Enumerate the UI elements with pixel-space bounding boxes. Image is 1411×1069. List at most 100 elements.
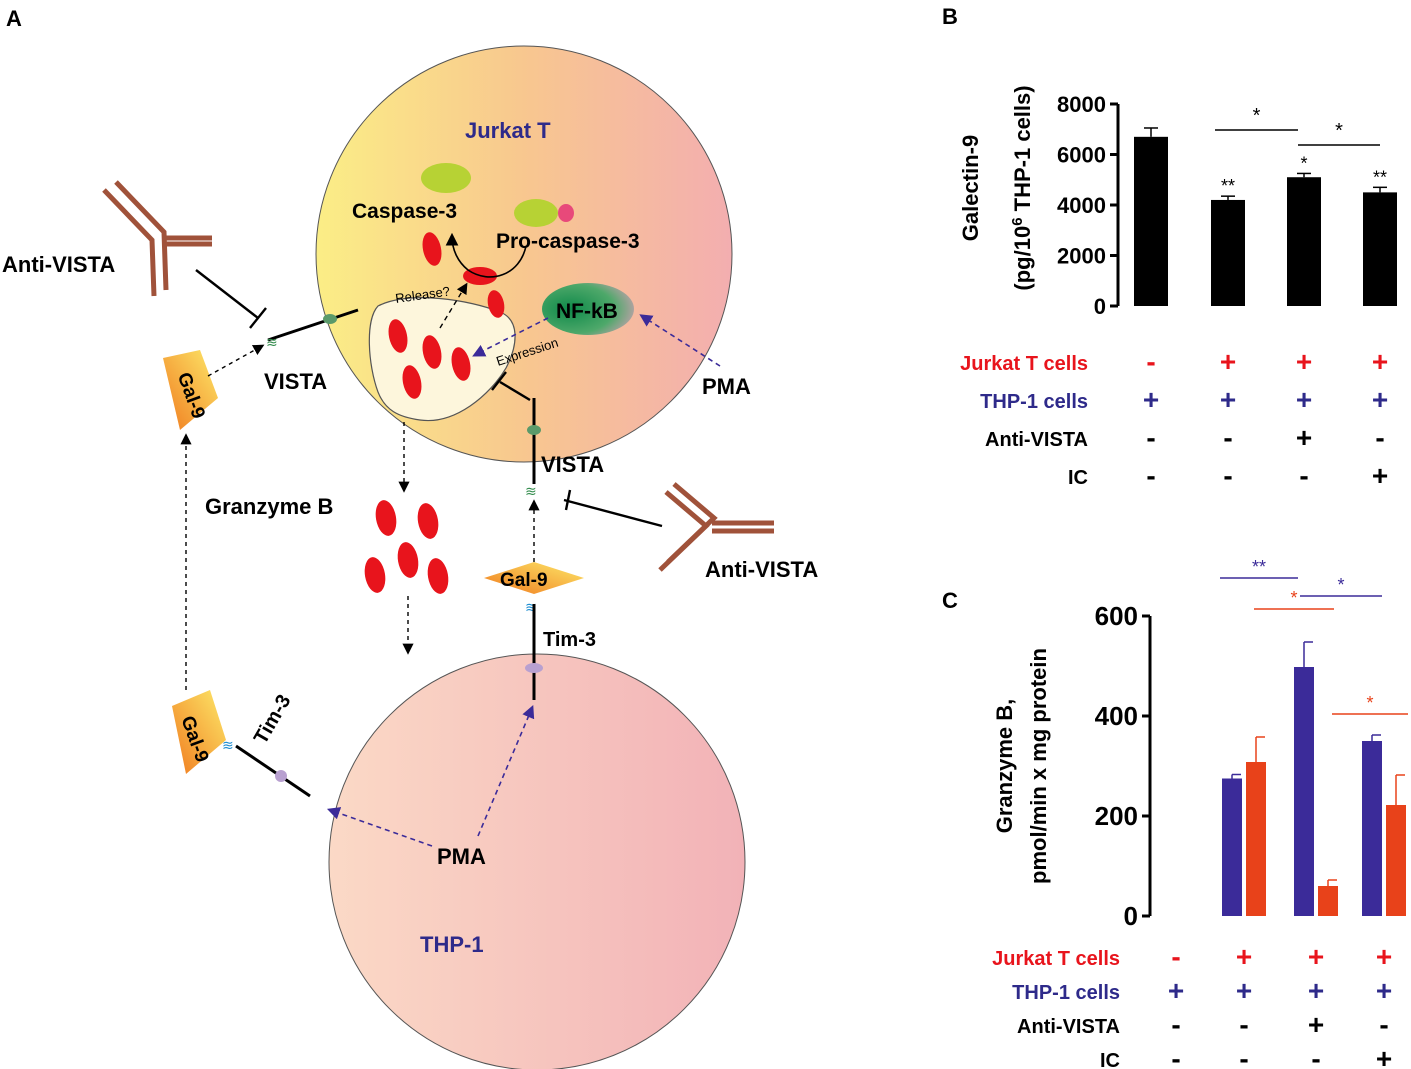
granzyme-b-granules — [364, 500, 449, 594]
anti-vista-left-label: Anti-VISTA — [2, 252, 115, 277]
pma-to-left-arrow — [326, 807, 433, 847]
chart-c-comparison-mark: ** — [1252, 557, 1266, 577]
chart-c-condition-value: - — [1171, 1009, 1180, 1040]
chart-c-condition-value: - — [1379, 1009, 1388, 1040]
chart-b-condition-value: - — [1223, 422, 1232, 453]
vista-left-receptor — [267, 308, 359, 342]
chart-c-comparison-mark: * — [1337, 575, 1344, 595]
granzyme-b-label: Granzyme B — [205, 494, 333, 519]
gal9-to-vista-arrow — [207, 344, 265, 377]
chart-c-ytick-label: 400 — [1095, 701, 1138, 731]
chart-b-condition-value: - — [1146, 346, 1155, 377]
chart-c-ytick-label: 0 — [1124, 901, 1138, 931]
chart-b-condition-value: + — [1220, 384, 1236, 415]
chart-c-condition-value: + — [1236, 975, 1252, 1006]
procaspase3-cap — [558, 204, 574, 222]
procaspase3-label: Pro-caspase-3 — [496, 230, 640, 253]
nfkb-label: NF-kB — [556, 300, 618, 323]
vista-right-spring: ≋ — [525, 483, 537, 499]
chart-c-condition-value: - — [1171, 941, 1180, 972]
tim3-left-receptor — [235, 744, 311, 798]
chart-c-comparison-mark: * — [1366, 693, 1373, 713]
tim3-right-spring: ≋ — [525, 599, 537, 615]
expression-arrow — [472, 317, 549, 357]
chart-b-condition-value: + — [1296, 346, 1312, 377]
inhibit-right — [563, 498, 663, 528]
chart-b-condition-label: IC — [1068, 467, 1088, 489]
chart-b-condition-value: + — [1372, 346, 1388, 377]
chart-b-condition-value: + — [1372, 460, 1388, 491]
cleavage-arrow — [445, 232, 527, 278]
inhibit-left — [195, 269, 259, 319]
chart-b-signif-mark: ** — [1221, 176, 1235, 196]
chart-c-condition-label: Anti-VISTA — [1017, 1016, 1120, 1038]
chart-c-condition-value: + — [1308, 975, 1324, 1006]
chart-b-comparison-mark: * — [1335, 120, 1343, 142]
chart-c-bar — [1386, 805, 1406, 916]
anti-vista-right-label: Anti-VISTA — [705, 557, 818, 582]
chart-b-condition-label: THP-1 cells — [980, 391, 1088, 413]
chart-b-bar — [1134, 136, 1168, 306]
chart-b-condition-value: - — [1146, 422, 1155, 453]
chart-b-condition-value: + — [1220, 346, 1236, 377]
pma-to-nfkb-arrow — [639, 314, 721, 367]
chart-c-condition-value: + — [1376, 1043, 1392, 1069]
chart-c-condition-label: IC — [1100, 1050, 1120, 1069]
chart-c-ylabel-2: pmol/min x mg protein — [1026, 648, 1051, 884]
chart-b-ylabel-2: (pg/106 THP-1 cells) — [1009, 85, 1036, 290]
tim3-left-spring: ≋ — [222, 737, 234, 753]
chart-b-bar — [1363, 192, 1397, 306]
inhibit-granule — [499, 380, 531, 402]
caspase3-label: Caspase-3 — [352, 200, 457, 223]
tim3-right-label: Tim-3 — [543, 629, 596, 651]
chart-b-ytick-label: 0 — [1094, 294, 1106, 319]
chart-c-condition-value: - — [1239, 1043, 1248, 1069]
chart-c-ytick-label: 600 — [1095, 601, 1138, 631]
svg-text:Gal-9: Gal-9 — [500, 570, 548, 591]
chart-b-condition-value: + — [1143, 384, 1159, 415]
chart-c-bar — [1222, 778, 1242, 916]
chart-b-bar — [1211, 199, 1245, 306]
chart-c-condition-value: + — [1308, 941, 1324, 972]
gal9-left-upper: Gal-9 — [163, 350, 218, 430]
chart-c-condition-label: THP-1 cells — [1012, 982, 1120, 1004]
tim3-right-anchor — [525, 663, 543, 673]
chart-b-condition-value: - — [1223, 460, 1232, 491]
panel-label-c: C — [942, 588, 958, 613]
vista-right-label: VISTA — [541, 452, 604, 477]
pma-top-label: PMA — [702, 374, 751, 399]
chart-b-condition-value: - — [1375, 422, 1384, 453]
chart-c-condition-value: - — [1171, 1043, 1180, 1069]
chart-c-bar — [1318, 886, 1338, 916]
chart-c-comparison-mark: * — [1290, 588, 1297, 608]
thp1-label: THP-1 — [420, 932, 484, 957]
caspase3-shape — [421, 163, 471, 193]
tim3-left-anchor — [275, 770, 287, 782]
procaspase3-shape — [514, 199, 558, 227]
chart-c-ylabel-1: Granzyme B, — [992, 699, 1017, 834]
granzyme-released — [487, 290, 505, 318]
chart-c-bar — [1362, 741, 1382, 916]
chart-b-ylabel-1: Galectin-9 — [958, 135, 983, 241]
chart-b-comparison-mark: * — [1253, 105, 1261, 127]
chart-b-condition-value: - — [1146, 460, 1155, 491]
chart-b-signif-mark: ** — [1373, 167, 1387, 187]
chart-c-condition-value: - — [1311, 1043, 1320, 1069]
pma-bottom-label: PMA — [437, 844, 486, 869]
gal9-right: Gal-9 — [484, 562, 584, 594]
panel-label-b: B — [942, 4, 958, 29]
chart-c-condition-value: + — [1236, 941, 1252, 972]
chart-b-condition-label: Jurkat T cells — [960, 353, 1088, 375]
chart-c-condition-value: + — [1168, 975, 1184, 1006]
chart-c-condition-value: - — [1239, 1009, 1248, 1040]
chart-b-signif-mark: * — [1300, 153, 1307, 173]
chart-b-ytick-label: 2000 — [1057, 244, 1106, 269]
antibody-left-icon — [102, 180, 212, 297]
chart-b-ytick-label: 6000 — [1057, 143, 1106, 168]
antibody-right-icon — [658, 482, 774, 572]
chart-c-ytick-label: 200 — [1095, 801, 1138, 831]
chart-b-ytick-label: 8000 — [1057, 92, 1106, 117]
chart-b-condition-value: + — [1372, 384, 1388, 415]
inhibit-right-bar — [564, 489, 572, 511]
